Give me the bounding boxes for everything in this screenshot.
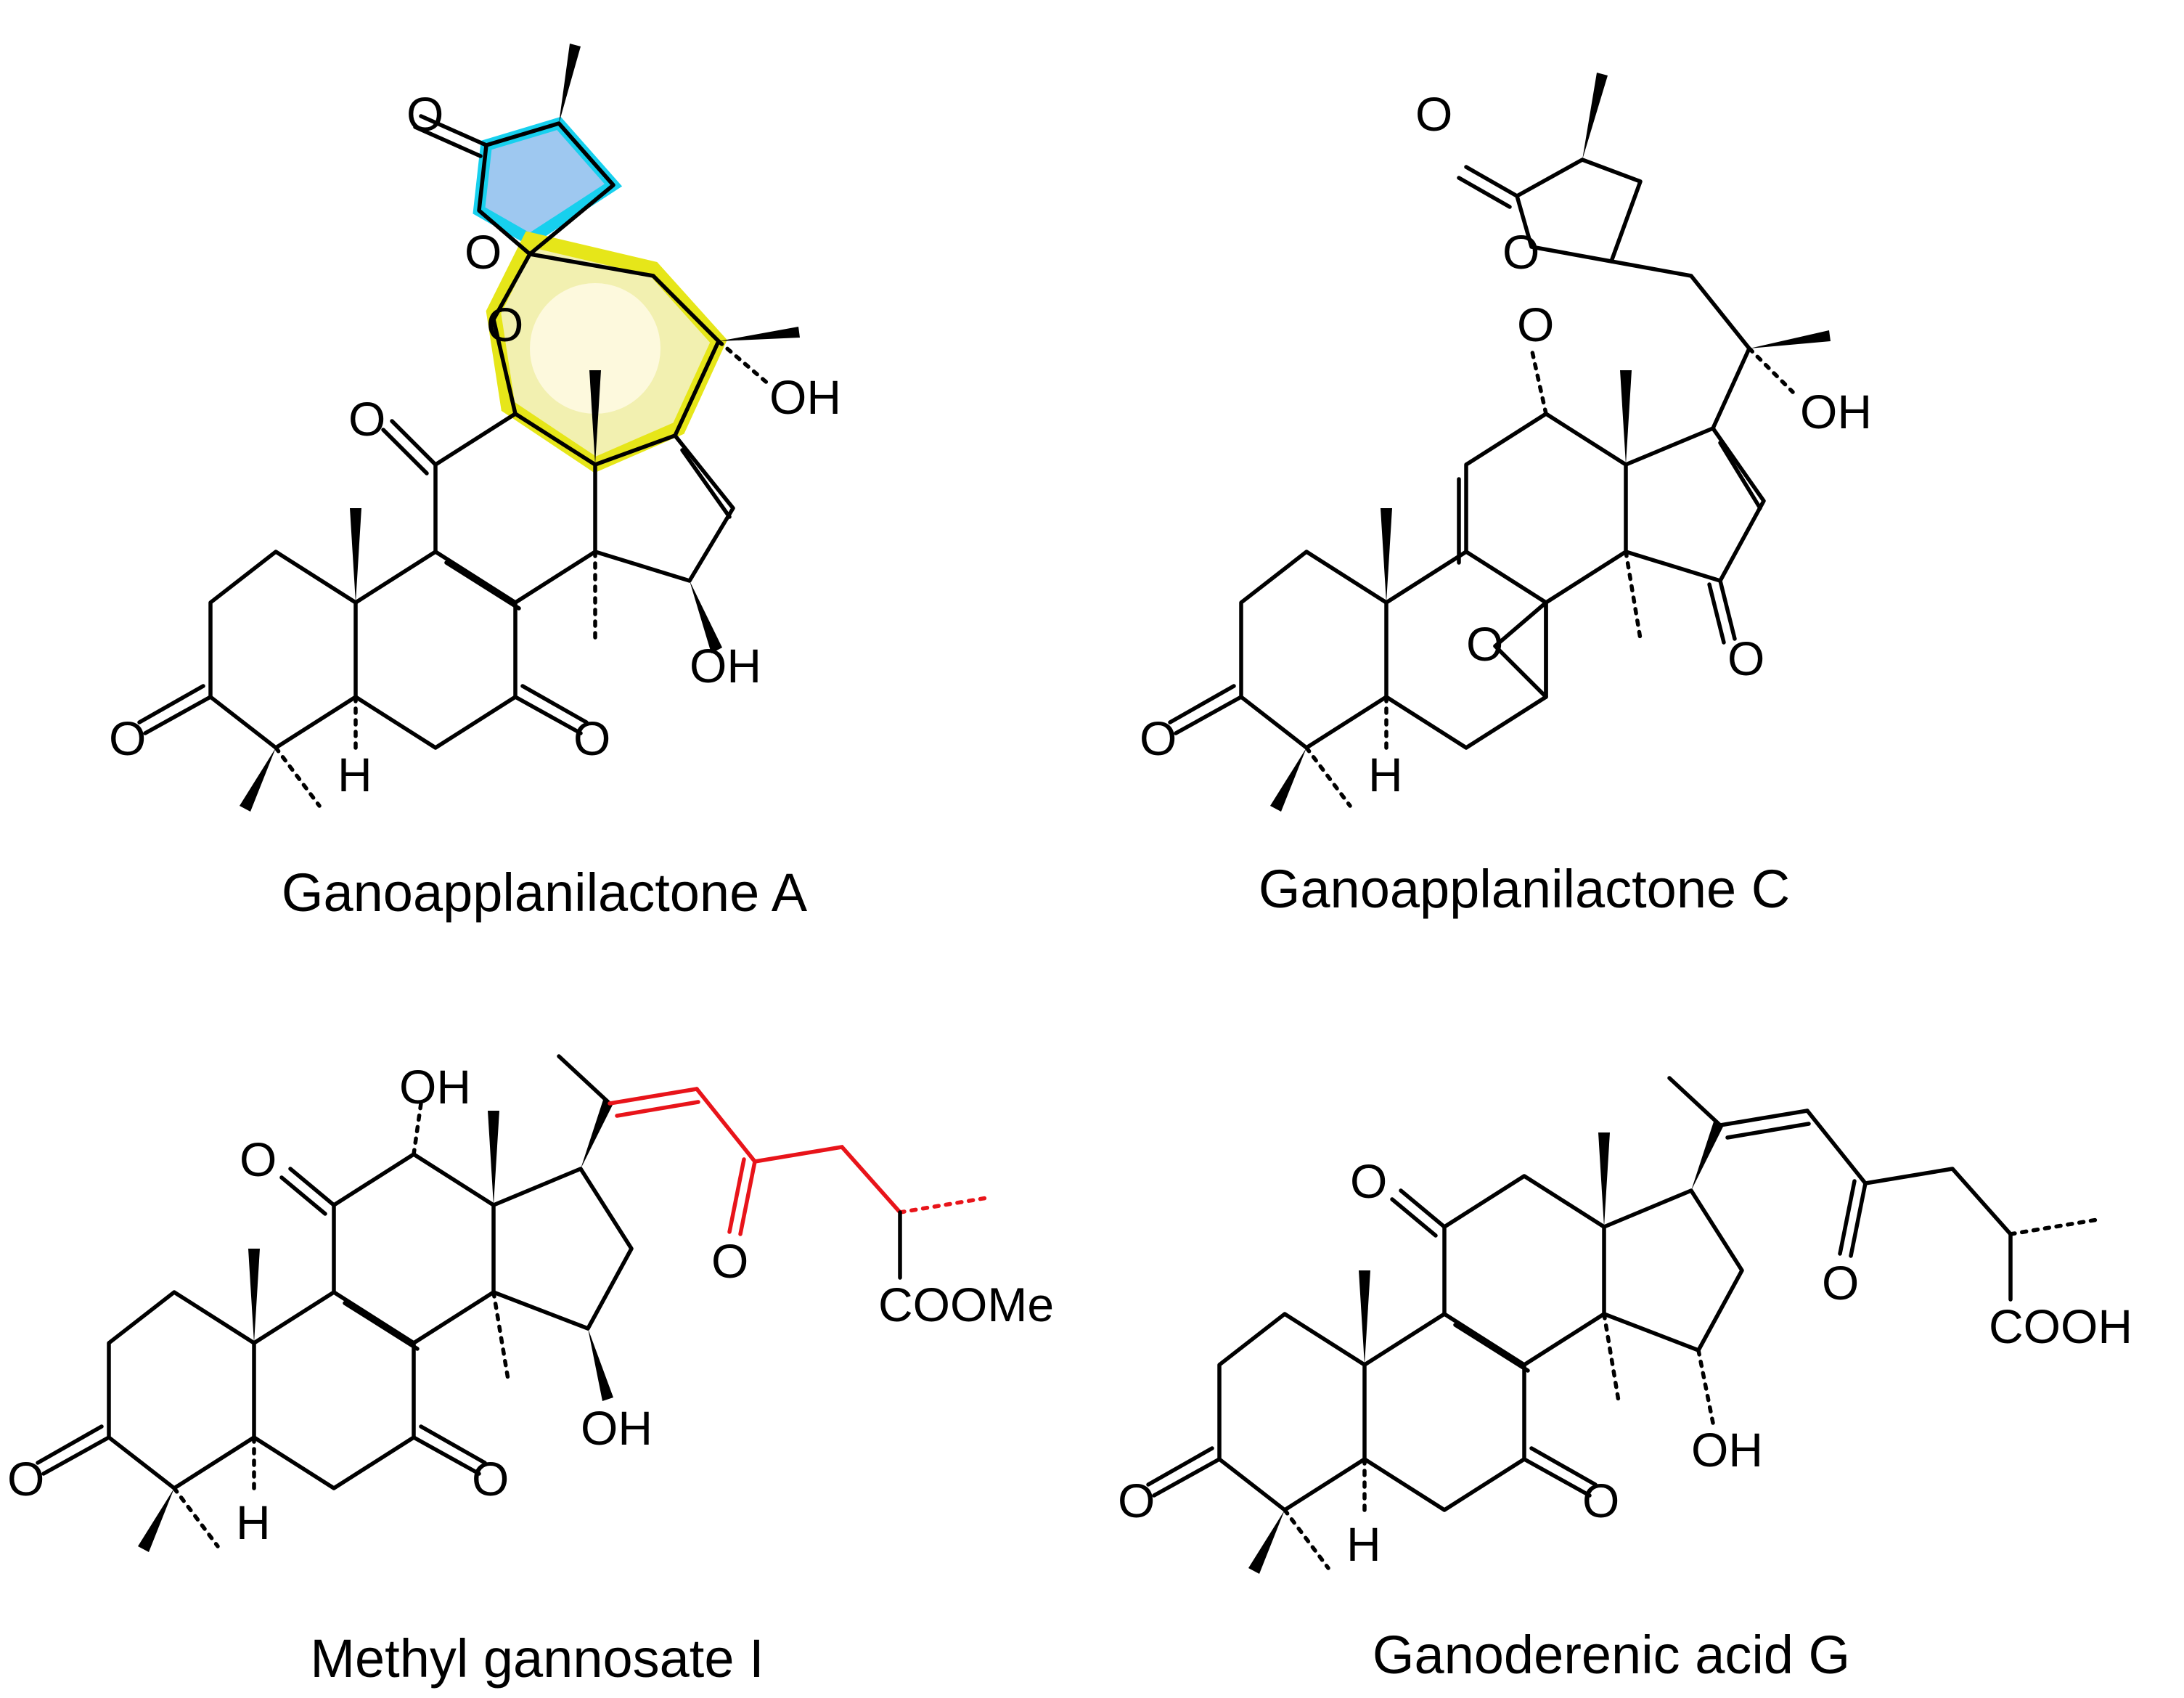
atom-label: OH bbox=[1800, 385, 1872, 438]
atom-label: COOH bbox=[1989, 1299, 2132, 1353]
atom-label: O bbox=[1140, 711, 1177, 765]
atom-label: OH bbox=[581, 1401, 653, 1455]
atom-label: O bbox=[1822, 1256, 1859, 1310]
molecule-ganoderenic-acid-g: O O COOH OH O H O Ganoderenic acid G bbox=[1118, 1076, 2132, 1685]
atom-label: O bbox=[1502, 225, 1539, 279]
atom-label: OH bbox=[690, 639, 761, 693]
atom-label: O bbox=[1727, 632, 1764, 685]
compound-name: Ganoapplanilactone A bbox=[282, 862, 808, 923]
atom-label: O bbox=[1582, 1474, 1619, 1527]
atom-label: O bbox=[406, 87, 443, 141]
molecule-ganoapplanilactone-a: O O O OH O OH O H O Ganoapplanilactone A bbox=[109, 44, 841, 923]
atom-label: O bbox=[7, 1452, 44, 1506]
molecule-methyl-gannosate-i: OH O O COOMe OH O H O Methyl gannosate I bbox=[7, 1054, 1054, 1689]
atom-label: O bbox=[465, 225, 502, 279]
atom-label: O bbox=[472, 1452, 509, 1506]
atom-label: O bbox=[711, 1234, 748, 1288]
atom-label: O bbox=[1517, 298, 1554, 351]
atom-label: O bbox=[109, 711, 146, 765]
molecule-ganoapplanilactone-c: O O O OH O O O H Ganoapplanilactone C bbox=[1140, 73, 1872, 919]
compound-name: Ganoderenic acid G bbox=[1373, 1625, 1850, 1685]
atom-label: COOMe bbox=[878, 1278, 1054, 1331]
atom-label: H bbox=[338, 748, 372, 801]
atom-label: H bbox=[1346, 1517, 1381, 1571]
atom-label: OH bbox=[399, 1060, 471, 1114]
atom-label: H bbox=[236, 1495, 271, 1549]
atom-label: O bbox=[1466, 617, 1503, 671]
atom-label: O bbox=[486, 298, 523, 351]
atom-label: O bbox=[240, 1132, 277, 1186]
atom-label: O bbox=[348, 392, 385, 446]
atom-label: O bbox=[1415, 87, 1452, 141]
atom-label: O bbox=[1118, 1474, 1155, 1527]
compound-name: Methyl gannosate I bbox=[310, 1628, 764, 1689]
atom-label: OH bbox=[1691, 1423, 1763, 1477]
atom-label: OH bbox=[769, 370, 841, 424]
atom-label: O bbox=[573, 711, 610, 765]
compound-name: Ganoapplanilactone C bbox=[1259, 859, 1790, 919]
atom-label: O bbox=[1350, 1154, 1387, 1208]
atom-label: H bbox=[1368, 748, 1403, 801]
